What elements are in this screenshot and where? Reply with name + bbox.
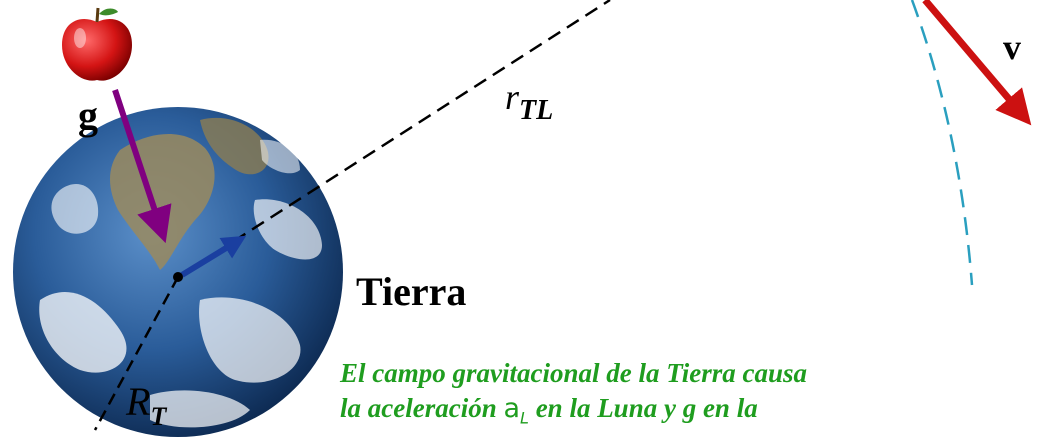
- earth-radius-label: RT: [126, 378, 166, 432]
- caption-line-1: El campo gravitacional de la Tierra caus…: [340, 358, 807, 388]
- moon-acceleration-subscript: L: [520, 408, 529, 428]
- earth-moon-distance-label: rTL: [505, 76, 553, 127]
- velocity-arrow: [922, 0, 1032, 126]
- earth-moon-distance-line: [177, 0, 611, 279]
- earth-center-point: [173, 272, 183, 282]
- earth-label: Tierra: [356, 269, 467, 314]
- moon-acceleration-symbol: aL: [503, 393, 529, 428]
- earth-radius-symbol: R: [126, 379, 151, 424]
- earth-moon-distance-symbol: r: [505, 77, 520, 117]
- moon-acceleration-letter: a: [503, 393, 521, 424]
- gravity-arrow: [112, 89, 172, 244]
- caption-line-2: la aceleración aL en la Luna y g en la: [340, 393, 758, 427]
- earth-moon-distance-subscript: TL: [519, 95, 554, 126]
- moon-orbit-arc: [910, 0, 974, 286]
- caption-line-2-start: la aceleración: [340, 393, 504, 423]
- velocity-label: v: [1003, 27, 1021, 67]
- gravity-label: g: [78, 93, 98, 138]
- earth-radius-subscript: T: [150, 402, 167, 431]
- apple-icon: [62, 7, 132, 81]
- surface-vector-arrow: [180, 235, 247, 278]
- earth-radius-line: [93, 276, 180, 431]
- caption-line-2-end: en la Luna y g en la: [528, 393, 758, 423]
